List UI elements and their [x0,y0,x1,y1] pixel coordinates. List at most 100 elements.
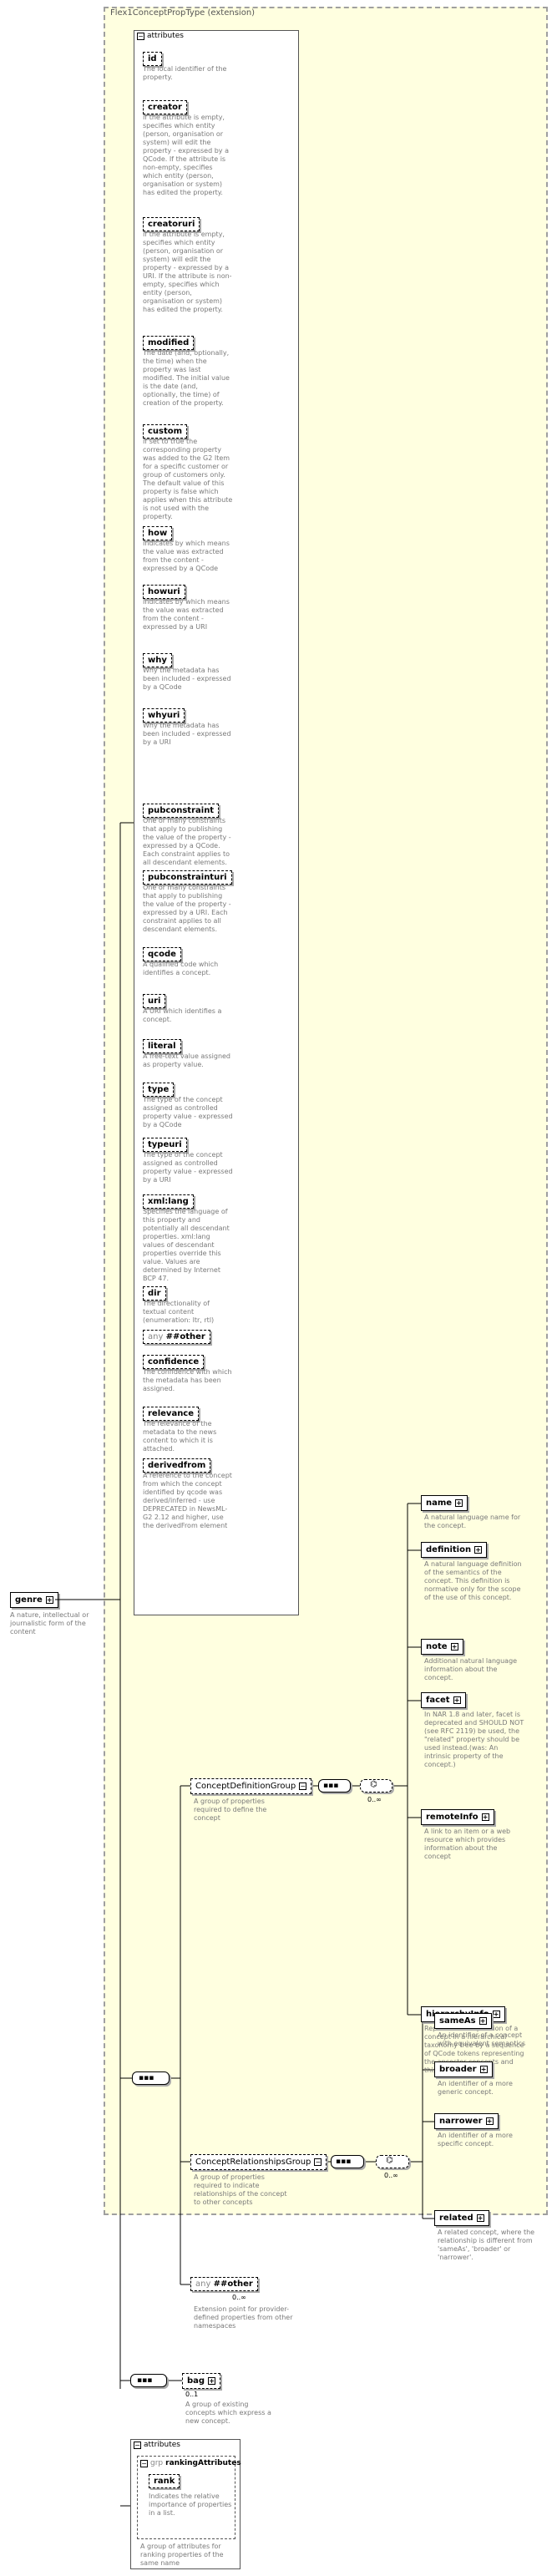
collapse-minus-icon[interactable]: − [137,32,144,40]
attribute-label: dir [148,1289,161,1298]
element-desc: Additional natural language information … [424,1657,518,1681]
attribute-label: confidence [148,1357,200,1367]
concept-rel-sequence[interactable] [331,2155,364,2168]
attribute-derivedfrom[interactable]: derivedfrom [143,1458,211,1473]
concept-def-choice[interactable] [360,1779,392,1793]
expand-plus-icon[interactable]: + [455,1499,463,1507]
attribute-howuri[interactable]: howuri [143,585,185,599]
root-element-genre[interactable]: genre + [10,1592,58,1608]
expand-plus-icon[interactable]: + [453,1696,461,1704]
group-prefix: grp [150,2459,164,2467]
expand-plus-icon[interactable]: + [208,2377,216,2385]
attribute-desc: The type of the concept assigned as cont… [143,1096,233,1128]
element-sameas[interactable]: sameAs+ [434,2013,492,2029]
attribute-label: xml:lang [148,1197,189,1206]
attribute-whyuri[interactable]: whyuri [143,708,185,723]
bag-desc: A group of existing concepts which expre… [185,2401,271,2425]
expand-plus-icon[interactable]: + [485,2117,494,2125]
attribute-how[interactable]: how [143,526,173,540]
attribute-xml-lang[interactable]: xml:lang [143,1194,194,1209]
collapse-minus-icon[interactable]: − [134,2441,141,2449]
attribute-desc: If the attribute is empty, specifies whi… [143,114,229,196]
collapse-minus-icon[interactable]: − [299,1782,307,1790]
attribute-desc: A free-text value assigned as property v… [143,1052,231,1068]
attribute-typeuri[interactable]: typeuri [143,1138,187,1152]
expand-plus-icon[interactable]: + [450,1643,458,1651]
attribute-id[interactable]: id [143,52,162,66]
element-remoteinfo[interactable]: remoteInfo+ [421,1809,494,1825]
attribute-creatoruri[interactable]: creatoruri [143,217,200,231]
sequence-icon: ▪▪▪ [336,2158,352,2166]
element-definition[interactable]: definition+ [421,1542,488,1558]
attribute-literal[interactable]: literal [143,1039,181,1053]
attribute-creator[interactable]: creator [143,100,187,114]
element-desc: A related concept, where the relationshi… [438,2229,535,2261]
any-other-desc: Extension point for provider-defined pro… [194,2305,293,2330]
concept-relationships-group[interactable]: ConceptRelationshipsGroup − [190,2154,327,2170]
bag-element[interactable]: bag + [182,2373,221,2389]
element-desc: An identifier of a more generic concept. [438,2080,513,2096]
ranking-attributes-header[interactable]: − grp rankingAttributes [140,2459,241,2467]
collapse-minus-icon[interactable]: − [314,2158,322,2166]
attribute-custom[interactable]: custom [143,424,188,439]
sequence-compositor[interactable] [132,2071,170,2085]
element-label: narrower [439,2117,483,2126]
attribute-desc: The date (and, optionally, the time) whe… [143,349,230,407]
concept-relationships-group-desc: A group of properties required to indica… [194,2173,287,2206]
expand-plus-icon[interactable]: + [492,2011,500,2018]
collapse-minus-icon[interactable]: − [140,2459,148,2467]
expand-plus-icon[interactable]: + [45,1596,53,1604]
attribute-label: pubconstraint [148,806,215,815]
expand-plus-icon[interactable]: + [479,2066,488,2073]
attribute-qcode[interactable]: qcode [143,947,181,961]
expand-plus-icon[interactable]: + [474,1546,483,1554]
attribute-desc: A reference to the concept from which th… [143,1472,232,1529]
sequence-icon: ▪▪▪ [139,2074,154,2082]
element-desc: A natural language name for the concept. [424,1514,521,1529]
attribute-desc: If the attribute is empty, specifies whi… [143,231,232,313]
attribute-confidence[interactable]: confidence [143,1355,205,1369]
element-note[interactable]: note+ [421,1639,463,1655]
bottom-attributes-header[interactable]: − attributes [134,2441,180,2449]
attribute-rank[interactable]: rank [149,2474,180,2488]
attribute-pubconstraint[interactable]: pubconstraint [143,804,220,818]
element-name[interactable]: name+ [421,1495,468,1511]
any-other-element[interactable]: any ##other [190,2277,258,2291]
attribute-label: pubconstrainturi [148,873,227,882]
bag-label: bag [187,2376,205,2386]
attribute-label: custom [148,427,183,436]
attribute-modified[interactable]: modified [143,336,195,350]
element-narrower[interactable]: narrower+ [434,2113,499,2129]
attributes-group-label: attributes [147,32,184,40]
any-name: ##other [213,2279,253,2289]
expand-plus-icon[interactable]: + [481,1813,489,1821]
attribute-label: relevance [148,1409,195,1418]
attribute-why[interactable]: why [143,653,172,667]
attribute-label: id [148,54,157,63]
attribute-other[interactable]: any ##other [143,1330,210,1344]
attribute-dir[interactable]: dir [143,1286,166,1301]
attribute-type[interactable]: type [143,1083,175,1097]
attribute-desc: If set to true the corresponding propert… [143,438,233,520]
attribute-desc: The local identifier of the property. [143,65,227,81]
attribute-relevance[interactable]: relevance [143,1407,200,1421]
ranking-group-desc: A group of attributes for ranking proper… [140,2543,224,2567]
element-facet[interactable]: facet+ [421,1692,466,1708]
concept-rel-choice[interactable] [376,2155,409,2168]
expand-plus-icon[interactable]: + [476,2214,484,2222]
bag-sequence[interactable] [130,2374,167,2387]
attribute-uri[interactable]: uri [143,994,166,1008]
element-label: name [426,1498,453,1508]
element-broader[interactable]: broader+ [434,2061,493,2077]
attribute-pubconstrainturi[interactable]: pubconstrainturi [143,870,232,885]
sequence-icon: ▪▪▪ [137,2376,153,2385]
attributes-group-header[interactable]: − attributes [137,32,184,40]
expand-plus-icon[interactable]: + [479,2017,487,2025]
bottom-attributes-label: attributes [144,2441,180,2449]
concept-definition-group[interactable]: ConceptDefinitionGroup − [190,1778,312,1794]
attribute-label: typeuri [148,1140,182,1149]
attribute-desc: One or many constraints that apply to pu… [143,884,231,933]
concept-def-sequence[interactable] [318,1779,351,1793]
element-related[interactable]: related+ [434,2210,489,2226]
